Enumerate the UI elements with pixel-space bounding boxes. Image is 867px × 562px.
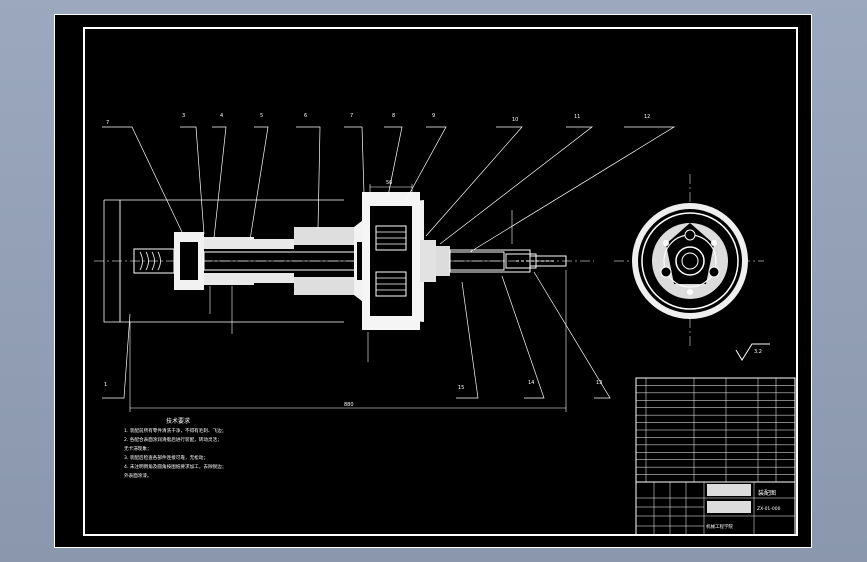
assembly-drawing: 7 3 4 5 6 7 8 9 10 11 12 1 15 14 13 880 … [54,14,812,548]
note-line-6: 外表面涂漆。 [124,472,152,479]
note-line-5: 4. 未注明倒角及圆角按图纸要求加工，去除锐边； [124,463,226,470]
technical-notes: 技术要求 1. 装配前所有零件清洗干净，不得有毛刺、飞边； 2. 各配合表面涂润… [124,417,226,479]
part-label-4: 4 [220,113,223,119]
dimension-lines [119,184,567,412]
drawing-code: ZX-01-000 [757,506,781,512]
part-label-7a: 7 [106,120,109,126]
note-line-3: 无卡滞现象； [124,445,152,452]
note-line-1: 1. 装配前所有零件清洗干净，不得有毛刺、飞边； [124,427,226,434]
leader-lines [102,126,676,399]
outer-frame [54,14,812,548]
drawing-canvas: 7 3 4 5 6 7 8 9 10 11 12 1 15 14 13 880 … [54,14,812,548]
part-label-11: 11 [574,114,580,120]
svg-text:3.2: 3.2 [754,349,762,355]
part-label-10: 10 [512,117,518,123]
dim-top-length: 56 [386,180,392,186]
part-label-7b: 7 [350,113,353,119]
title-block: 装配图 机械工程学院 ZX-01-000 [635,481,796,536]
part-label-15: 15 [458,385,464,391]
part-label-5: 5 [260,113,263,119]
part-label-14: 14 [528,380,534,386]
parts-list [635,377,796,483]
school-name: 机械工程学院 [706,523,733,530]
notes-title: 技术要求 [166,417,190,425]
part-label-8: 8 [392,113,395,119]
part-label-12: 12 [644,114,650,120]
part-label-9: 9 [432,113,435,119]
part-label-13: 13 [596,380,602,386]
part-label-1: 1 [104,382,107,388]
note-line-2: 2. 各配合表面涂润滑脂后进行装配，转动灵活； [124,436,222,443]
part-label-3: 3 [182,113,185,119]
shaft-assembly [133,192,567,330]
part-number-labels: 7 3 4 5 6 7 8 9 10 11 12 1 15 14 13 [104,113,650,391]
surface-roughness-symbol: 3.2 [735,343,770,361]
drawing-name: 装配图 [758,489,776,497]
dim-overall-length: 880 [344,402,354,408]
part-label-6: 6 [304,113,307,119]
inner-frame [83,27,798,536]
note-line-4: 3. 装配后检查各部件连接可靠，无松动； [124,454,208,461]
side-view [632,203,748,319]
